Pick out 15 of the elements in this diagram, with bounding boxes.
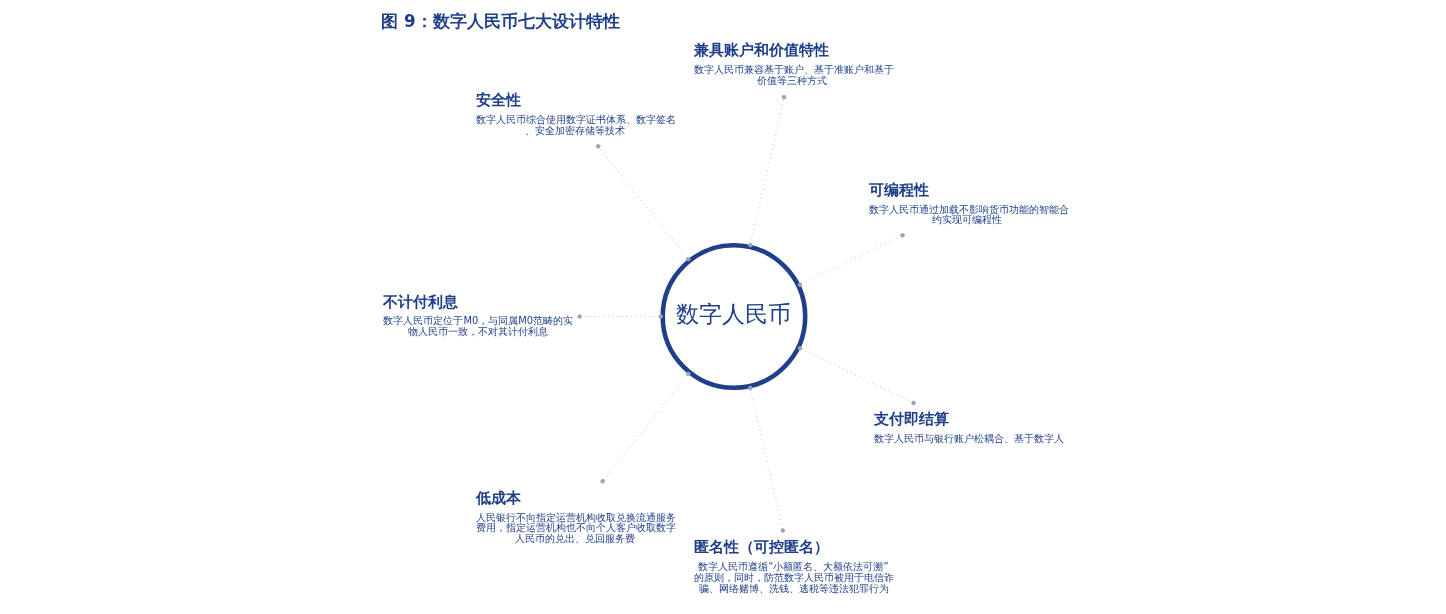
connector: [797, 346, 916, 406]
connector: [747, 94, 786, 248]
connector: [797, 233, 905, 288]
connector: [595, 144, 691, 262]
node-text: 匿名性（可控匿名） 数字人民币遵循“小额匿名、大额依法可溯”的原则，同时，防范数字人民币被用于电信诈骗、网络赌博、洗钱、逃税等违法犯罪行为: [693, 538, 894, 594]
node-text: 可编程性 数字人民币通过加载不影响货币功能的智能合约实现可编程性: [868, 180, 1069, 226]
connector: [747, 385, 785, 533]
node-text: 安全性 数字人民币综合使用数字证书体系、数字签名、安全加密存储等技术: [475, 91, 676, 136]
diagram-title: 图 9：数字人民币七大设计特性: [380, 10, 620, 31]
connector: [576, 314, 663, 319]
node-text: 低成本 人民银行不向指定运营机构收取兑换流通服务费用，指定运营机构也不向个人客户收取数字人民币的兑出、兑回服务费: [475, 488, 676, 544]
connector: [599, 371, 691, 484]
node-text: 支付即结算 数字人民币与银行账户松耦合、基于数字人: [873, 409, 1064, 444]
node-text: 不计付利息 数字人民币定位于M0，与同属M0范畴的实物人民币一致，不对其计付利息: [382, 292, 573, 338]
node-text: 兼具账户和价值特性 数字人民币兼容基于账户、基于准账户和基于价值等三种方式: [693, 41, 894, 86]
